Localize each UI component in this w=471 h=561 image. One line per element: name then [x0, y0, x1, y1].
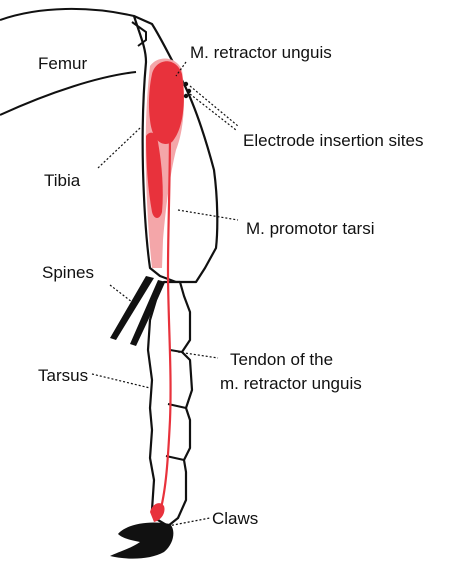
- label-tibia: Tibia: [44, 171, 81, 190]
- label-electrode-sites: Electrode insertion sites: [243, 131, 423, 150]
- label-promotor-tarsi: M. promotor tarsi: [246, 219, 374, 238]
- label-tarsus: Tarsus: [38, 366, 88, 385]
- label-tendon-line2: m. retractor unguis: [220, 374, 362, 393]
- label-tendon-line1: Tendon of the: [230, 350, 333, 369]
- label-spines: Spines: [42, 263, 94, 282]
- label-femur: Femur: [38, 54, 87, 73]
- label-claws: Claws: [212, 509, 258, 528]
- label-retractor-unguis: M. retractor unguis: [190, 43, 332, 62]
- claws: [110, 522, 173, 558]
